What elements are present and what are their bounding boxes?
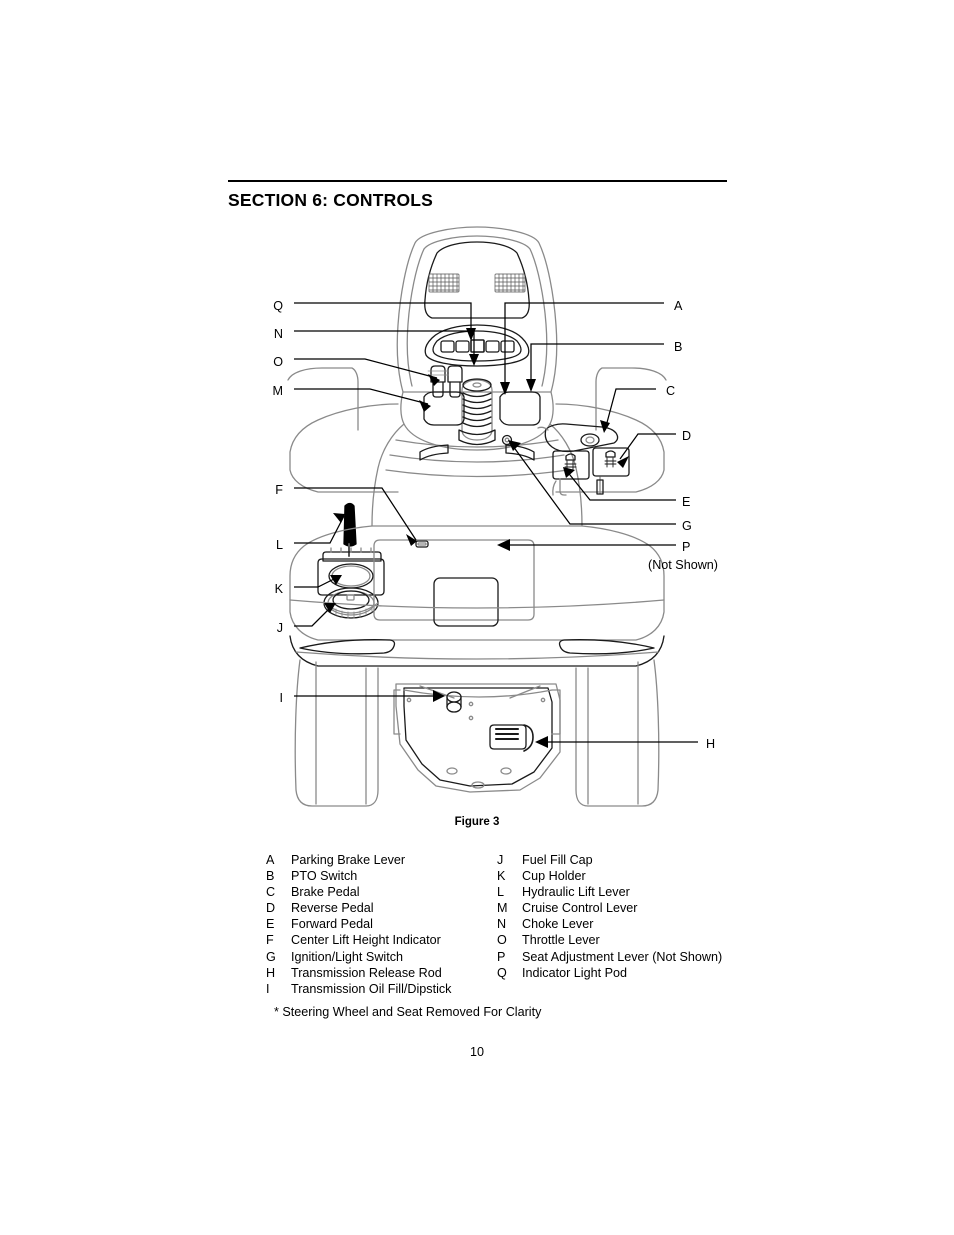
legend-item: H Transmission Release Rod (266, 965, 496, 981)
legend-key: I (266, 981, 270, 996)
callout-label-k: K (274, 582, 283, 596)
legend-item: A Parking Brake Lever (266, 852, 496, 868)
legend-key: K (497, 869, 506, 884)
legend-label: Hydraulic Lift Lever (522, 885, 630, 900)
legend-label: Cruise Control Lever (522, 901, 638, 916)
legend-key: A (266, 853, 275, 867)
legend-key: O (497, 933, 507, 948)
legend-label: Center Lift Height Indicator (291, 933, 441, 948)
callout-label-m: M (272, 384, 284, 398)
legend-key: M (497, 901, 508, 916)
legend-label: Fuel Fill Cap (522, 853, 593, 867)
tractor-line-drawing (287, 226, 698, 807)
legend-item: M Cruise Control Lever (497, 900, 757, 916)
page-number: 10 (469, 1045, 484, 1059)
legend-column-right: J Fuel Fill Cap K Cup Holder L Hydraulic Li… (497, 852, 757, 981)
legend-item: N Choke Lever (497, 916, 757, 932)
legend-label: Forward Pedal (291, 917, 373, 932)
legend-item: D Reverse Pedal (266, 900, 496, 916)
legend-key: C (266, 885, 276, 900)
legend-key: H (266, 965, 276, 980)
callout-label-q: Q (273, 299, 283, 313)
legend-item: O Throttle Lever (497, 932, 757, 948)
page-title: SECTION 6: CONTROLS (228, 190, 434, 210)
callout-label-n: N (273, 327, 283, 341)
callout-label-h: H (706, 737, 716, 751)
callout-label-p: P (682, 540, 691, 554)
legend-key: N (497, 917, 507, 932)
legend-key: D (266, 901, 276, 916)
callout-label-p-note: (Not Shown) (648, 558, 718, 572)
legend-key: J (497, 853, 504, 867)
legend-item: B PTO Switch (266, 868, 496, 884)
legend-key: G (266, 949, 276, 964)
callout-label-g: G (682, 519, 692, 533)
legend-label: Seat Adjustment Lever (Not Shown) (522, 949, 723, 964)
callout-label-f: F (275, 483, 283, 497)
legend-label: Ignition/Light Switch (291, 949, 404, 964)
legend-label: Indicator Light Pod (522, 965, 628, 980)
legend-label: Throttle Lever (522, 933, 600, 948)
legend-item: E Forward Pedal (266, 916, 496, 932)
legend-item: F Center Lift Height Indicator (266, 932, 496, 948)
legend-label: Brake Pedal (291, 885, 360, 900)
callout-label-j: J (276, 621, 283, 635)
callout-label-d: D (682, 429, 692, 443)
callout-label-i: I (279, 691, 284, 705)
legend-item: P Seat Adjustment Lever (Not Shown) (497, 949, 757, 965)
legend-label: Reverse Pedal (291, 901, 374, 916)
legend-key: P (497, 949, 506, 964)
legend-column-left: A Parking Brake Lever B PTO Switch C Brake … (266, 852, 496, 997)
legend-label: Transmission Oil Fill/Dipstick (291, 981, 452, 996)
callout-label-b: B (674, 340, 683, 354)
clarity-footnote: * Steering Wheel and Seat Removed For Cl… (274, 1005, 542, 1019)
legend-item: J Fuel Fill Cap (497, 852, 757, 868)
legend-item: C Brake Pedal (266, 884, 496, 900)
legend-label: Cup Holder (522, 869, 586, 884)
legend-item: I Transmission Oil Fill/Dipstick (266, 981, 496, 997)
header-rule (228, 180, 727, 182)
callout-label-o: O (273, 355, 283, 369)
legend-label: Parking Brake Lever (291, 853, 406, 867)
legend-item: G Ignition/Light Switch (266, 949, 496, 965)
legend-item: L Hydraulic Lift Lever (497, 884, 757, 900)
legend-key: B (266, 869, 275, 884)
callout-label-l: L (275, 538, 283, 552)
legend-key: F (266, 933, 274, 948)
figure-caption: Figure 3 (454, 816, 500, 828)
legend-label: Transmission Release Rod (291, 965, 442, 980)
callout-label-a: A (674, 299, 683, 313)
legend-item: Q Indicator Light Pod (497, 965, 757, 981)
legend-key: Q (497, 965, 507, 980)
legend-label: Choke Lever (522, 917, 594, 932)
legend-key: L (497, 885, 505, 900)
legend-key: E (266, 917, 275, 932)
callout-label-c: C (666, 384, 676, 398)
legend-item: K Cup Holder (497, 868, 757, 884)
figure-3-illustration: Figure 3 (287, 226, 698, 828)
callout-label-e: E (682, 495, 691, 509)
legend-label: PTO Switch (291, 869, 358, 884)
